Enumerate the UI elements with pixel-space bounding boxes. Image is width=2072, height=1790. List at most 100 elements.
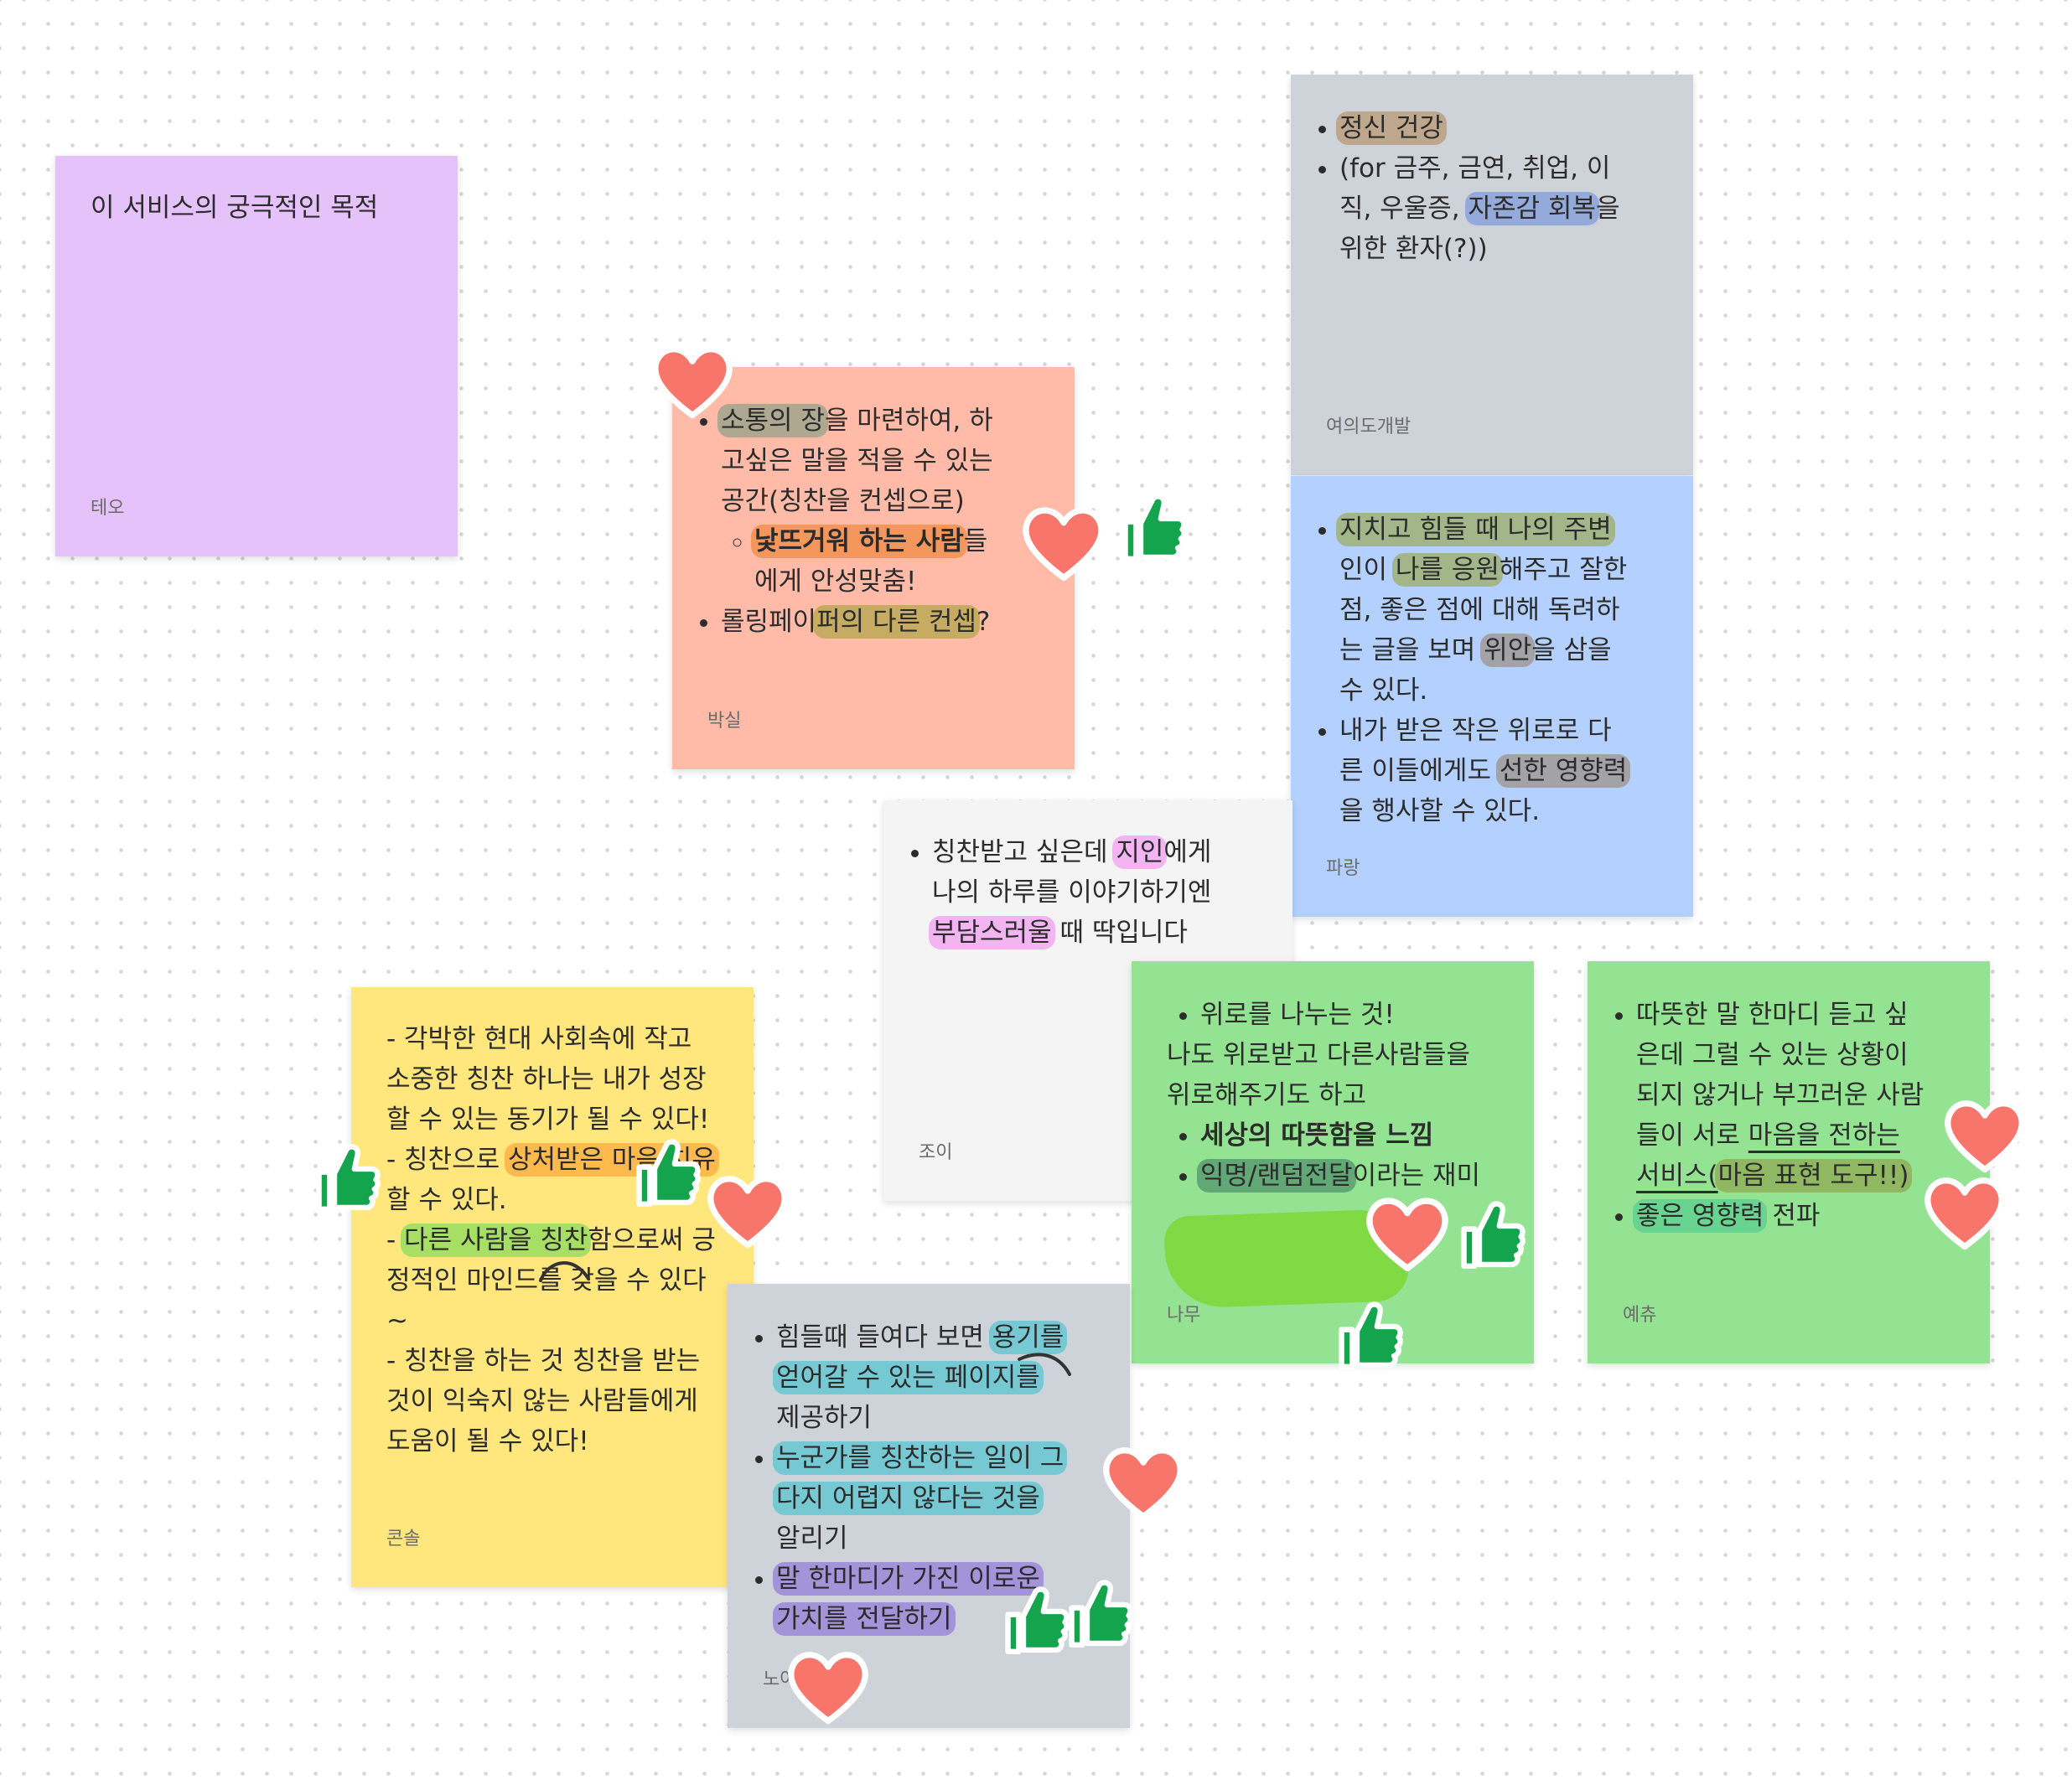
text-line: 제공하기	[776, 1403, 873, 1433]
text-line: 들이 서로	[1636, 1120, 1748, 1151]
highlight-mark: 말 한마디가 가진 이로운	[773, 1562, 1044, 1596]
heart-sticker-icon[interactable]	[649, 342, 736, 421]
text-line: 해주고 잘한	[1499, 555, 1628, 585]
heart-sticker-icon[interactable]	[1100, 1443, 1187, 1522]
text-line: 알리기	[776, 1524, 848, 1554]
heart-sticker-icon[interactable]	[1921, 1173, 2008, 1252]
heart-sticker-icon[interactable]	[1019, 503, 1108, 583]
text-line: (for 금주, 금연, 취업, 이	[1339, 153, 1611, 184]
note-item: 위로를 나누는 것!	[1200, 995, 1510, 1035]
highlight-mark: 지인	[1112, 836, 1168, 869]
thumbs-up-sticker-icon[interactable]	[1450, 1197, 1527, 1274]
note-author: 콘솔	[386, 1529, 421, 1549]
highlight-mark: 용기를	[988, 1321, 1068, 1354]
highlight-mark: 위안	[1480, 634, 1536, 667]
thumbs-up-sticker-icon[interactable]	[1058, 1575, 1135, 1653]
highlight-mark: 좋은 영향력	[1633, 1199, 1768, 1233]
text-line: ?	[976, 607, 991, 637]
sticky-note-baksil[interactable]: 소통의 장을 마련하여, 하 고싶은 말을 적을 수 있는 공간(칭찬을 컨셉으…	[672, 367, 1075, 769]
note-item: 지치고 힘들 때 나의 주변 인이 나를 응원해주고 잘한 점, 좋은 점에 대…	[1336, 510, 1685, 711]
text-line: 롤링페이	[721, 607, 817, 637]
note-author: 조이	[919, 1142, 953, 1163]
highlight-mark: 다른 사람을 칭찬	[401, 1224, 592, 1257]
text-line: 나도 위로받고 다른사람들을	[1167, 1040, 1470, 1070]
text-line: -	[386, 1225, 405, 1255]
note-item: 내가 받은 작은 위로로 다 른 이들에게도 선한 영향력 을 행사할 수 있다…	[1339, 711, 1685, 831]
note-item: 세상의 따뜻함을 느낌	[1200, 1115, 1510, 1156]
sticky-note-yechu[interactable]: 따뜻한 말 한마디 듣고 싶 은데 그럴 수 있는 상황이 되지 않거나 부끄러…	[1588, 961, 1990, 1363]
highlight-mark: 익명/랜덤전달	[1197, 1159, 1356, 1192]
text-line: 수 있다.	[1339, 675, 1428, 706]
text-line: 때 딱입니다	[1051, 918, 1188, 948]
note-title: 이 서비스의 궁극적인 목적	[91, 193, 379, 223]
note-subitem: 낯뜨거워 하는 사람들 에게 안성맞춤!	[751, 521, 1066, 602]
note-author: 테오	[91, 498, 125, 519]
text-line: - 칭찬을 하는 것 칭찬을 받는	[386, 1346, 701, 1376]
note-item: (for 금주, 금연, 취업, 이 직, 우울증, 자존감 회복을 위한 환자…	[1339, 148, 1670, 269]
text-line: 함으로써 긍	[588, 1225, 716, 1255]
text-line: 것이 익숙지 않는 사람들에게	[386, 1386, 698, 1416]
highlight-mark: 부담스러울	[929, 916, 1055, 949]
text-line: 른 이들에게도	[1339, 756, 1500, 786]
underlined-text: 서비스(	[1636, 1161, 1718, 1191]
text-line: ~	[386, 1306, 408, 1336]
thumbs-up-sticker-icon[interactable]	[305, 1140, 382, 1217]
highlight-mark: 나를 응원	[1391, 553, 1503, 587]
text-line: 은데 그럴 수 있는 상황이	[1636, 1040, 1909, 1070]
text-line: 고싶은 말을 적을 수 있는	[721, 446, 993, 476]
note-item: 칭찬받고 싶은데 지인에게 나의 하루를 이야기하기엔 부담스러울 때 딱입니다	[929, 832, 1284, 953]
text-line: 점, 좋은 점에 대해 독려하	[1339, 595, 1620, 625]
highlight-mark: 누군가를 칭찬하는 일이 그	[773, 1441, 1068, 1475]
thumbs-up-sticker-icon[interactable]	[1328, 1297, 1405, 1374]
text-line: 위로해주기도 하고	[1167, 1080, 1367, 1110]
text-line: - 칭찬으로 상처받은 마음 치유	[386, 1140, 730, 1180]
heart-sticker-icon[interactable]	[1363, 1193, 1452, 1274]
note-item: 익명/랜덤전달이라는 재미	[1197, 1156, 1510, 1196]
text-line: - 각박한 현대 사회속에 작고	[386, 1024, 692, 1054]
text-line: 에게 안성맞춤!	[754, 566, 917, 597]
pen-scribble	[1018, 1353, 1071, 1376]
heart-sticker-icon[interactable]	[704, 1172, 791, 1250]
text-line: 는 글을 보며	[1339, 635, 1484, 665]
sticky-note-konsol[interactable]: - 각박한 현대 사회속에 작고 소중한 칭찬 하나는 내가 성장 할 수 있는…	[351, 987, 754, 1587]
note-item: 정신 건강	[1336, 108, 1670, 148]
text-line: - 다른 사람을 칭찬함으로써 긍	[386, 1220, 730, 1260]
text-line: 소중한 칭찬 하나는 내가 성장	[386, 1064, 707, 1094]
note-item: 소통의 장을 마련하여, 하 고싶은 말을 적을 수 있는 공간(칭찬을 컨셉으…	[717, 401, 1066, 602]
note-author: 파랑	[1326, 858, 1360, 879]
heart-sticker-icon[interactable]	[1941, 1096, 2028, 1175]
highlight-mark: 선한 영향력	[1495, 754, 1631, 788]
text-line: 을 마련하여, 하	[824, 406, 993, 436]
text-line: 전파	[1764, 1201, 1821, 1231]
text-line: 공간(칭찬을 컨셉으로)	[721, 486, 965, 516]
text-line: 을	[1595, 194, 1620, 224]
heart-sticker-icon[interactable]	[785, 1648, 872, 1726]
text-line: 따뜻한 말 한마디 듣고 싶	[1636, 1000, 1909, 1030]
sticky-note-yeoui[interactable]: 정신 건강 (for 금주, 금연, 취업, 이 직, 우울증, 자존감 회복을…	[1291, 75, 1693, 475]
text-line: 직, 우울증,	[1339, 194, 1469, 224]
text-line: 할 수 있다.	[386, 1185, 507, 1215]
highlight-mark: 낯뜨거워 하는 사람	[751, 525, 967, 558]
note-author: 박실	[707, 711, 742, 732]
note-item: 힘들때 들여다 보면 용기를 얻어갈 수 있는 페이지를 제공하기	[773, 1317, 1123, 1438]
note-item: 롤링페이퍼의 다른 컨셉?	[721, 602, 1066, 642]
thumbs-up-sticker-icon[interactable]	[1111, 489, 1189, 566]
sticky-note-namu[interactable]: 위로를 나누는 것! 나도 위로받고 다른사람들을 위로해주기도 하고 세상의 …	[1132, 961, 1534, 1363]
thumbs-up-sticker-icon[interactable]	[625, 1135, 702, 1212]
note-item: 누군가를 칭찬하는 일이 그 다지 어렵지 않다는 것을 알리기	[773, 1438, 1123, 1559]
highlight-mark: 얻어갈 수 있는 페이지를	[773, 1361, 1044, 1394]
text-line: 내가 받은 작은 위로로 다	[1339, 716, 1612, 746]
note-item: 말 한마디가 가진 이로운 가치를 전달하기	[773, 1559, 1123, 1639]
sticky-note-teo[interactable]: 이 서비스의 궁극적인 목적 테오	[55, 156, 458, 556]
note-author: 나무	[1167, 1305, 1201, 1326]
text-line: 에게	[1163, 837, 1212, 867]
sticky-note-parang[interactable]: 지치고 힘들 때 나의 주변 인이 나를 응원해주고 잘한 점, 좋은 점에 대…	[1291, 476, 1693, 917]
pen-scribble	[539, 1261, 590, 1282]
underlined-text: 마음을 전하는	[1748, 1120, 1900, 1151]
highlight-mark: 지치고 힘들 때 나의 주변	[1336, 513, 1615, 546]
sticky-note-no[interactable]: 힘들때 들여다 보면 용기를 얻어갈 수 있는 페이지를 제공하기 누군가를 칭…	[728, 1284, 1130, 1728]
note-item: 따뜻한 말 한마디 듣고 싶 은데 그럴 수 있는 상황이 되지 않거나 부끄러…	[1636, 995, 1983, 1196]
note-author: 예츄	[1623, 1305, 1657, 1326]
text-line: 나의 하루를 이야기하기엔	[932, 877, 1212, 908]
highlight-mark: 퍼의 다른 컨셉	[813, 605, 980, 639]
